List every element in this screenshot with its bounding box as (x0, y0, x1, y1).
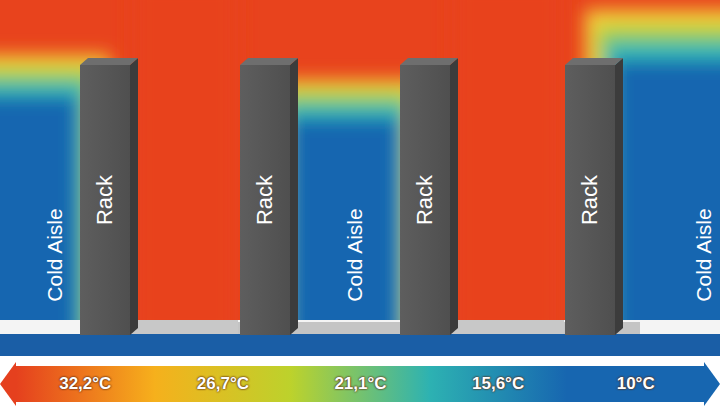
rack-label: Rack (252, 175, 278, 225)
temperature-value: 15,6°C (472, 374, 524, 394)
temperature-value: 26,7°C (197, 374, 249, 394)
server-rack: Rack (565, 65, 615, 335)
scale-swatch: 32,2°C (16, 366, 155, 402)
scale-swatch: 21,1°C (291, 366, 430, 402)
rack-label: Rack (577, 175, 603, 225)
aisle-label: Cold Aisle (43, 208, 67, 301)
server-rack: Rack (400, 65, 450, 335)
server-rack: Rack (80, 65, 130, 335)
temperature-value: 21,1°C (334, 374, 386, 394)
rack-label: Rack (412, 175, 438, 225)
scale-swatch: 26,7°C (154, 366, 293, 402)
scale-swatch: 15,6°C (429, 366, 568, 402)
aisle-label: Cold Aisle (692, 208, 716, 301)
temperature-value: 10°C (617, 374, 655, 394)
scale-swatch: 10°C (566, 366, 705, 402)
aisle-label: Cold Aisle (343, 208, 367, 301)
temperature-value: 32,2°C (59, 374, 111, 394)
server-rack: Rack (240, 65, 290, 335)
rack-label: Rack (92, 175, 118, 225)
